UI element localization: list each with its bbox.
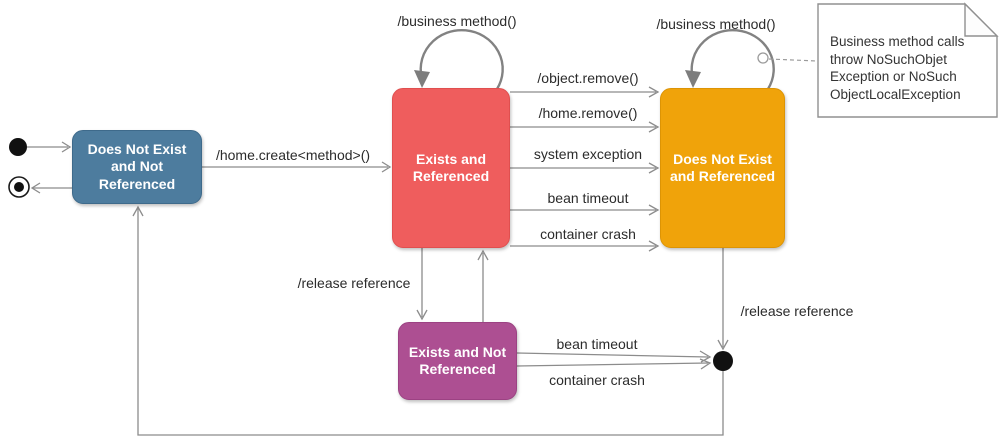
label-home-create: /home.create<method>() <box>215 147 371 163</box>
state-label: Exists and Referenced <box>412 150 490 185</box>
state-label: Does Not Exist and Referenced <box>669 150 776 185</box>
junction-dot <box>713 351 733 371</box>
final-state-icon <box>8 176 72 198</box>
note-line: throw NoSuchObjet <box>830 51 948 67</box>
arrow-home-create <box>202 161 392 173</box>
label-release-reference-left: /release reference <box>297 275 411 291</box>
self-loop-exists-referenced <box>414 28 504 90</box>
label-object-remove: /object.remove() <box>537 70 639 86</box>
state-exists-and-not-referenced: Exists and Not Referenced <box>398 322 517 400</box>
state-label: Does Not Exist and Not Referenced <box>87 140 187 192</box>
note-dog-ear <box>964 2 999 37</box>
state-does-not-exist-and-referenced: Does Not Exist and Referenced <box>660 88 785 248</box>
loop-anchor-circle <box>757 52 769 64</box>
note-line: Business method calls <box>830 34 965 49</box>
label-business-method-right: /business method() <box>656 16 776 32</box>
label-release-reference-right: /release reference <box>740 303 854 319</box>
label-bean-timeout-bottom: bean timeout <box>556 336 638 352</box>
label-bean-timeout-top: bean timeout <box>547 190 629 206</box>
label-container-crash-bottom: container crash <box>549 372 645 388</box>
arrow-system-exception <box>510 162 660 174</box>
note-dashed-connector <box>768 58 818 62</box>
label-container-crash-top: container crash <box>540 226 636 242</box>
state-does-not-exist-not-referenced: Does Not Exist and Not Referenced <box>72 130 202 204</box>
note-line: Exception or NoSuch <box>830 69 957 85</box>
initial-state-dot <box>9 138 72 156</box>
arrow-container-crash-bottom <box>516 358 712 370</box>
arrow-feedback-to-initial-state <box>132 205 724 436</box>
arrow-release-reference-right <box>717 248 729 351</box>
label-business-method-left: /business method() <box>397 13 517 29</box>
arrow-release-reference-left <box>416 248 428 321</box>
arrow-reacquire-reference <box>477 249 489 322</box>
arrow-object-remove <box>510 86 660 98</box>
note-line: ObjectLocalException <box>830 86 961 102</box>
state-label: Exists and Not Referenced <box>408 343 507 378</box>
label-system-exception: system exception <box>533 146 643 162</box>
arrow-bean-timeout-top <box>510 204 660 216</box>
note-business-method-exception: Business method calls throw NoSuchObjet … <box>830 33 995 103</box>
arrow-bean-timeout-bottom <box>516 350 712 363</box>
self-loop-gone-referenced <box>685 28 818 90</box>
note-shape <box>817 2 999 118</box>
state-exists-and-referenced: Exists and Referenced <box>392 88 510 248</box>
label-home-remove: /home.remove() <box>538 105 638 121</box>
arrow-container-crash-top <box>510 240 660 252</box>
arrow-home-remove <box>510 121 660 133</box>
